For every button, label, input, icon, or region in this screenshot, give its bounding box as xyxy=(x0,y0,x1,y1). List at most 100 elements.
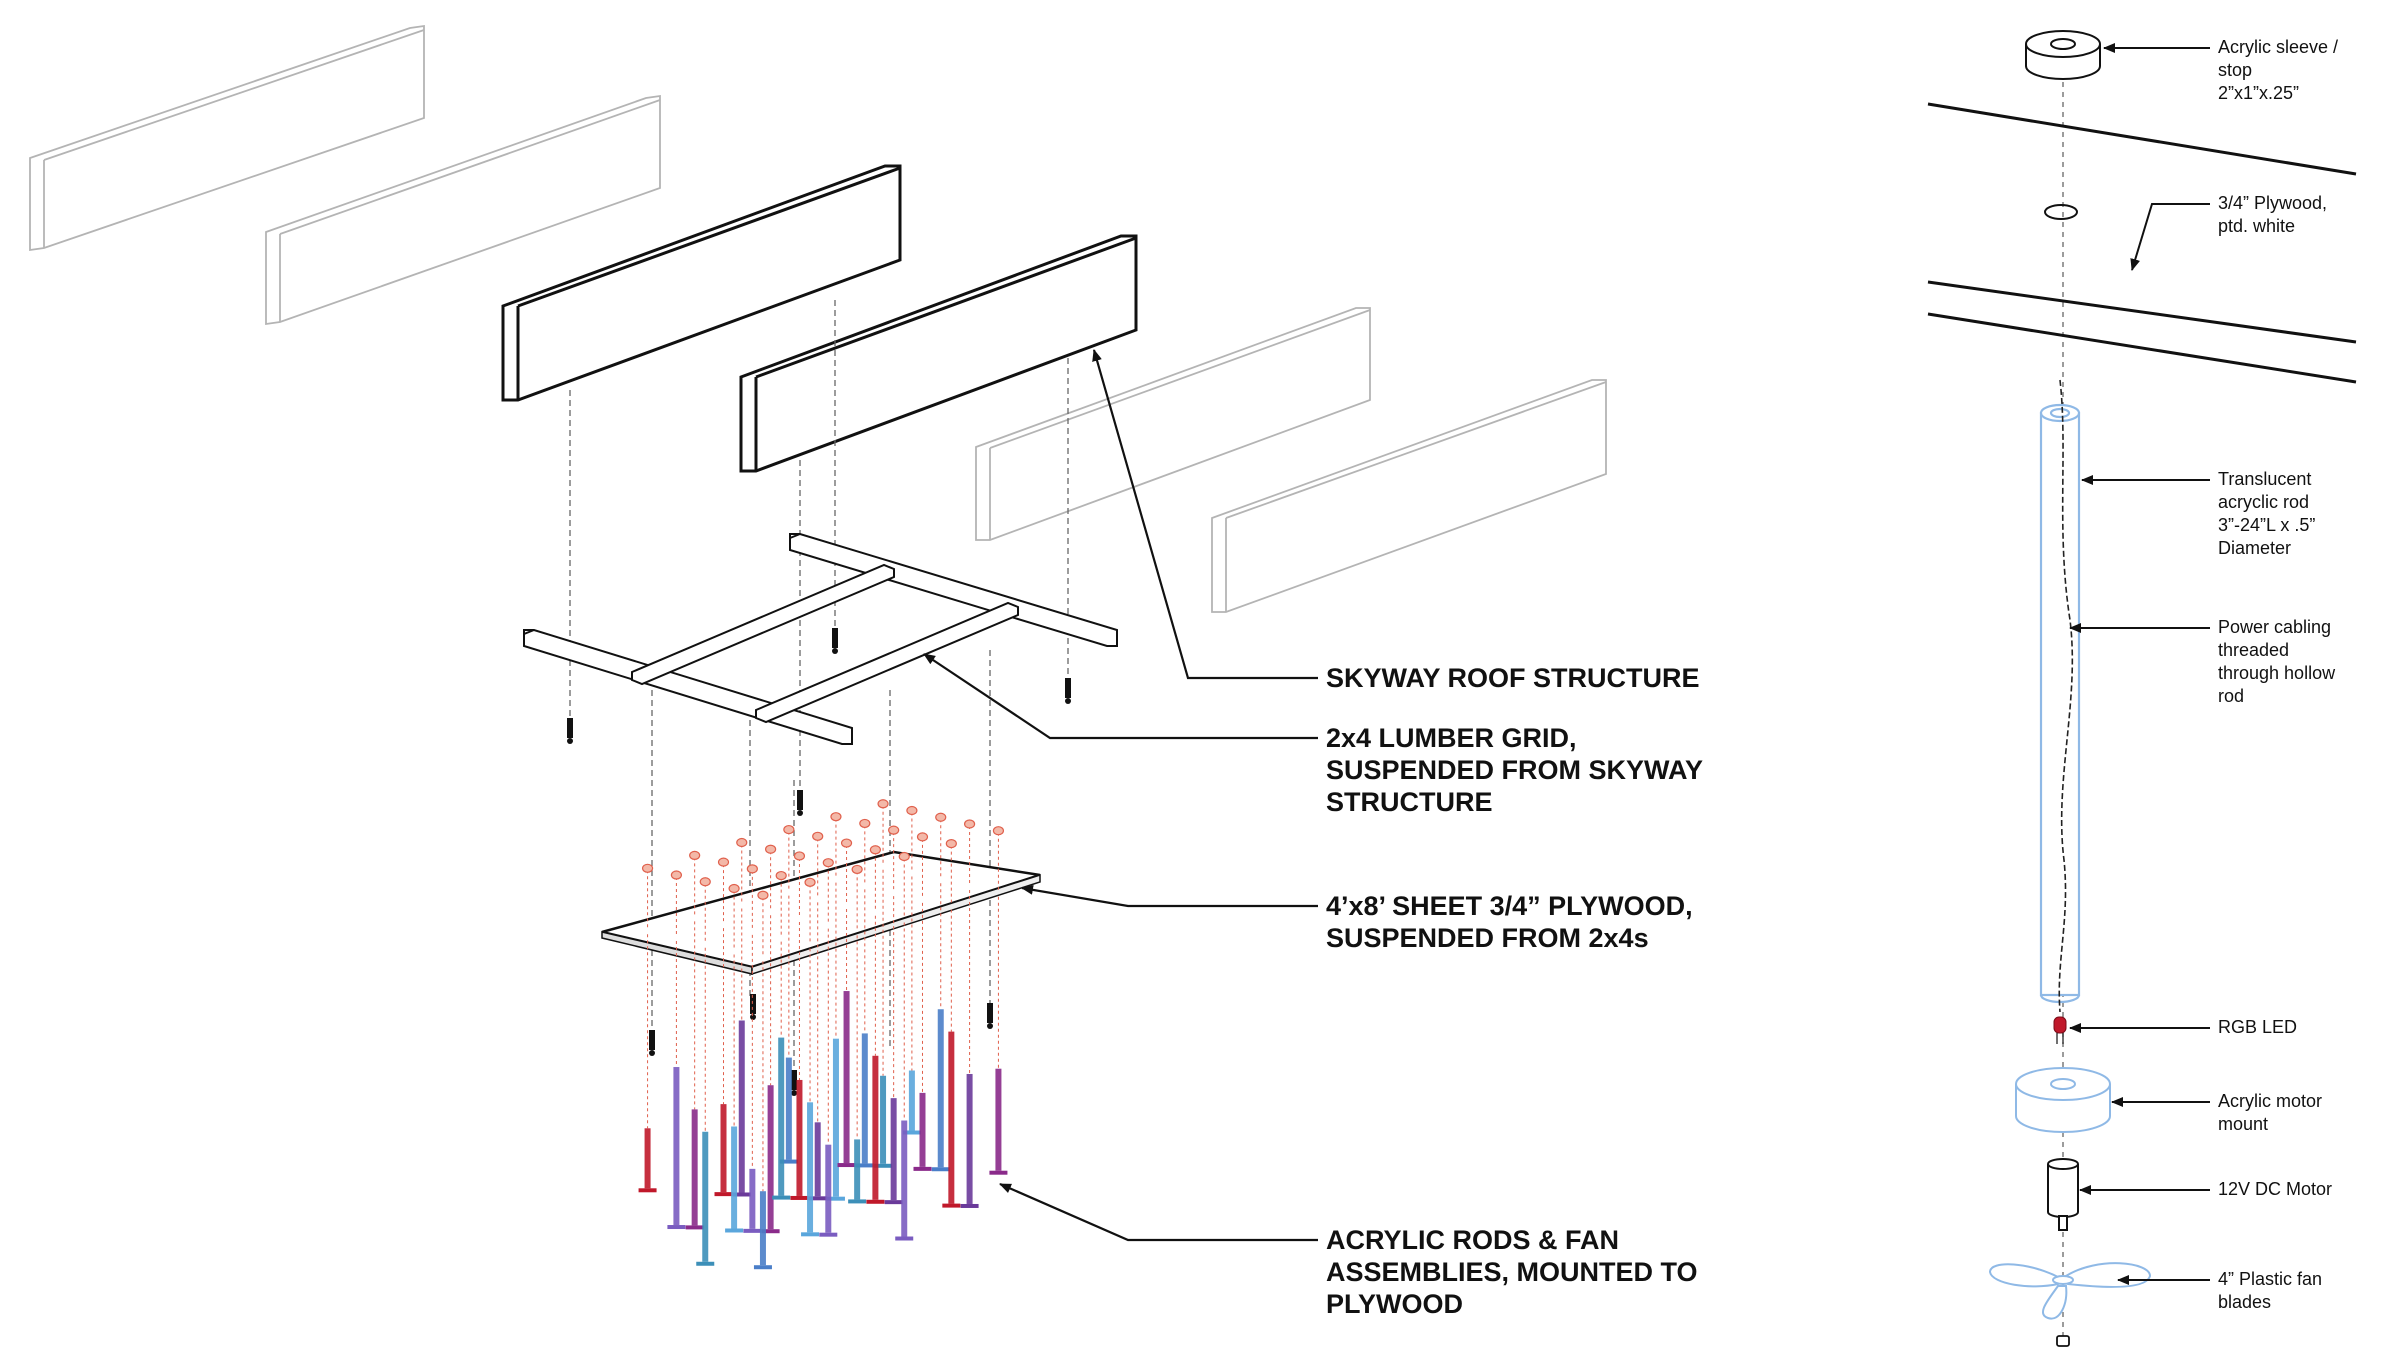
acrylic-rod-array xyxy=(638,869,1008,1270)
rod-assembly-detail xyxy=(1927,30,2357,1347)
callout-led: RGB LED xyxy=(2218,1017,2297,1037)
ghost-beam xyxy=(265,94,661,326)
skyway-beam xyxy=(739,234,1138,473)
mounting-pin xyxy=(830,812,842,877)
rod-assembly xyxy=(884,896,903,1205)
leader-lumber xyxy=(923,653,1318,740)
fan-nut xyxy=(2056,1335,2070,1347)
rod-assembly xyxy=(837,909,856,1168)
rod-assembly xyxy=(714,928,733,1197)
mounting-pin xyxy=(757,890,769,956)
mounting-pins xyxy=(641,799,1005,956)
leader-rods xyxy=(999,1182,1318,1242)
rod-assembly xyxy=(667,941,686,1230)
rod-assembly xyxy=(855,889,874,1168)
skyway-roof-beams xyxy=(29,24,1607,613)
leader-ply xyxy=(2130,203,2210,271)
right-leaders xyxy=(2069,43,2210,1285)
ghost-beam xyxy=(29,24,425,252)
callout-skyway: SKYWAY ROOF STRUCTURE xyxy=(1326,663,1700,693)
mounting-pin xyxy=(935,812,947,878)
mounting-pin xyxy=(812,831,824,897)
mounting-pin xyxy=(840,838,853,904)
power-cable xyxy=(2058,379,2074,1013)
fan-blades xyxy=(1988,1262,2152,1320)
ghost-beam xyxy=(975,307,1371,541)
callout-rod: Translucent acryclic rod 3”-24”L x .5” D… xyxy=(2218,469,2320,558)
rod-assembly xyxy=(696,947,715,1266)
callout-lumber: 2x4 LUMBER GRID, SUSPENDED FROM SKYWAY S… xyxy=(1326,723,1710,817)
hanger-hooks xyxy=(567,628,1071,1096)
rod-assembly xyxy=(779,895,798,1164)
mounting-pin xyxy=(670,870,683,936)
callout-cable: Power cabling threaded through hollow ro… xyxy=(2218,617,2340,706)
rod-assembly xyxy=(989,896,1008,1175)
mounting-pin xyxy=(992,826,1005,891)
leader-skyway xyxy=(1092,349,1318,680)
mounting-pin xyxy=(851,864,863,930)
mounting-pin xyxy=(641,863,654,929)
mounting-pin xyxy=(963,819,976,884)
rod-assembly xyxy=(790,921,809,1200)
mounting-pin xyxy=(888,825,900,891)
rod-assembly xyxy=(761,915,780,1234)
mounting-pin xyxy=(699,877,711,942)
callout-ply: 3/4” Plywood, ptd. white xyxy=(2218,193,2332,236)
plywood-hole xyxy=(2044,204,2078,220)
mounting-pin xyxy=(916,832,929,897)
mounting-pin xyxy=(728,883,740,949)
left-leaders xyxy=(923,349,1318,1242)
rod-assembly xyxy=(743,934,762,1233)
left-callout-labels: SKYWAY ROOF STRUCTURE 2x4 LUMBER GRID, S… xyxy=(1326,663,1710,1319)
leader-plywood xyxy=(1021,884,1318,908)
callout-plywood: 4’x8’ SHEET 3/4” PLYWOOD, SUSPENDED FROM… xyxy=(1326,891,1700,953)
rod-assembly xyxy=(960,889,979,1208)
lumber-grid xyxy=(523,533,1118,745)
rod-assembly xyxy=(848,935,867,1204)
rod-assembly xyxy=(931,883,950,1172)
ghost-beam xyxy=(1211,379,1607,613)
mounting-pin xyxy=(869,845,881,910)
mounting-pin xyxy=(898,851,910,917)
mounting-pin xyxy=(717,857,730,923)
rod-assembly xyxy=(685,921,704,1230)
callout-sleeve: Acrylic sleeve / stop 2”x1”x.25” xyxy=(2218,37,2343,103)
plywood-sheet xyxy=(601,850,1041,976)
acrylic-motor-mount xyxy=(2015,1067,2111,1133)
rod-assembly xyxy=(772,941,791,1200)
mounting-pin xyxy=(945,839,957,904)
callout-rods: ACRYLIC RODS & FAN ASSEMBLIES, MOUNTED T… xyxy=(1326,1225,1705,1319)
plywood-section xyxy=(1927,102,2357,384)
mounting-pin xyxy=(877,799,889,864)
rod-assembly xyxy=(895,922,914,1241)
dc-motor xyxy=(2047,1158,2079,1231)
rod-assembly xyxy=(826,882,845,1201)
callout-motor: 12V DC Motor xyxy=(2218,1179,2332,1199)
rod-assembly xyxy=(725,954,744,1233)
acrylic-sleeve xyxy=(2025,30,2101,80)
mounting-pin xyxy=(765,844,777,910)
right-callout-labels: Acrylic sleeve / stop 2”x1”x.25” 3/4” Pl… xyxy=(2218,37,2343,1312)
skyway-beam xyxy=(501,164,902,402)
rod-assembly xyxy=(942,909,961,1208)
mounting-pin xyxy=(775,870,787,936)
mounting-pin xyxy=(822,858,834,923)
mounting-pin xyxy=(783,824,795,890)
rod-assembly xyxy=(753,961,772,1270)
mounting-pin xyxy=(736,837,748,903)
rod-assembly xyxy=(732,908,751,1197)
rod-assembly xyxy=(819,928,838,1237)
callout-fan: 4” Plastic fan blades xyxy=(2218,1269,2327,1312)
mounting-pin xyxy=(804,877,816,943)
rod-assembly xyxy=(874,869,893,1168)
mounting-pin xyxy=(793,851,806,916)
mounting-pin xyxy=(859,818,871,884)
rod-assembly xyxy=(902,876,921,1135)
rod-assembly xyxy=(808,902,827,1201)
mounting-pin xyxy=(689,850,701,916)
callout-mount: Acrylic motor mount xyxy=(2218,1091,2327,1134)
rgb-led xyxy=(2053,1016,2067,1044)
rod-assembly xyxy=(801,948,820,1237)
mounting-pin xyxy=(906,805,918,871)
